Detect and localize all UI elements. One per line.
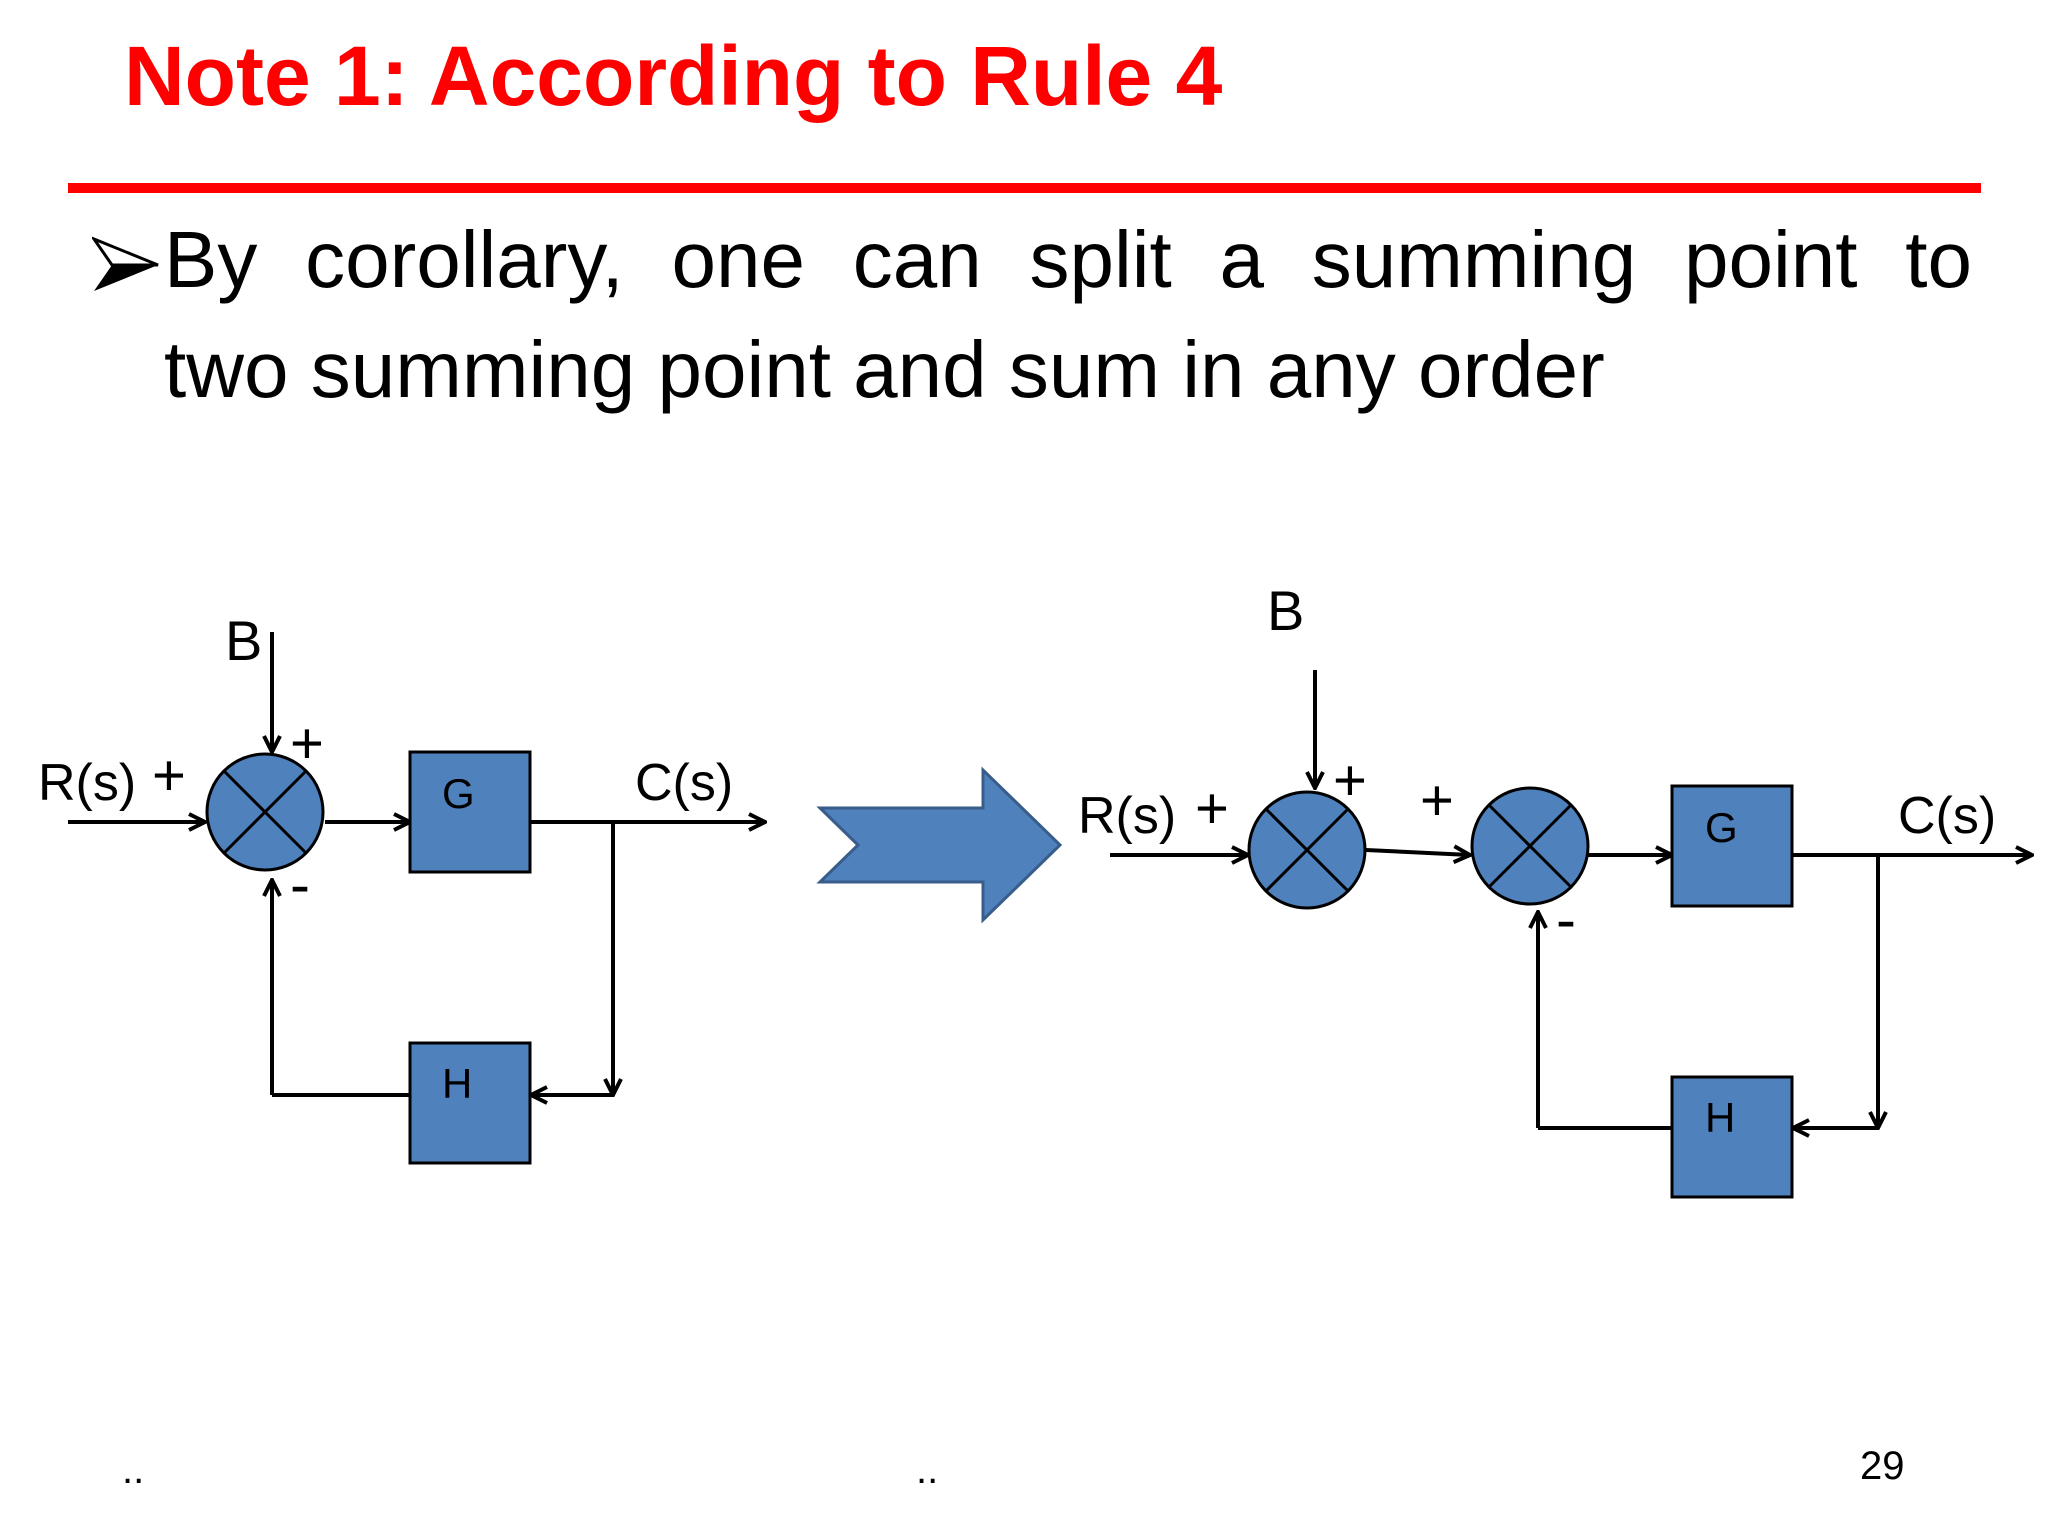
bullet-point: By corollary, one can split a summing po… [92,205,1972,425]
left-input-sign: + [152,743,186,808]
left-output-label: C(s) [635,754,733,812]
left-feedback-sign: - [290,851,310,918]
footer-left: .. [122,1448,145,1492]
summing-junction-icon [1247,790,1367,910]
right-h-block [1670,1075,1794,1199]
slide-title: Note 1: According to Rule 4 [124,29,1223,123]
arrowhead-bullet-icon [92,236,159,291]
left-g-label: G [442,770,475,817]
right-h-label: H [1705,1094,1735,1141]
page-number: 29 [1860,1444,1905,1488]
summing-junction-icon [205,752,325,872]
chevron-arrow-icon [816,766,1063,924]
footer-center: .. [916,1448,939,1492]
right-feedback-sign: - [1556,886,1576,953]
right-disturbance-label: B [1267,579,1304,642]
title-divider [68,183,1981,193]
right-g-label: G [1705,804,1738,851]
right-output-label: C(s) [1898,787,1996,845]
bullet-line-1: By corollary, one can split a summing po… [164,215,1972,304]
summing-junction-icon [1470,786,1590,906]
left-g-block [408,750,532,874]
bullet-text: By corollary, one can split a summing po… [164,205,1972,425]
right-second-sum-sign: + [1420,768,1454,833]
right-diagram [1110,670,2032,1128]
bullet-line-2: two summing point and sum in any order [164,325,1605,414]
left-h-block [408,1041,532,1165]
left-h-label: H [442,1060,472,1107]
left-diagram [68,632,765,1095]
left-input-label: R(s) [38,754,136,812]
right-g-block [1670,784,1794,908]
right-input-label: R(s) [1078,787,1176,845]
right-sum1-to-sum2-arrow [1365,850,1470,855]
right-disturbance-sign: + [1333,748,1367,813]
left-disturbance-label: B [225,609,262,672]
left-disturbance-sign: + [290,711,324,776]
right-input-sign: + [1195,776,1229,841]
